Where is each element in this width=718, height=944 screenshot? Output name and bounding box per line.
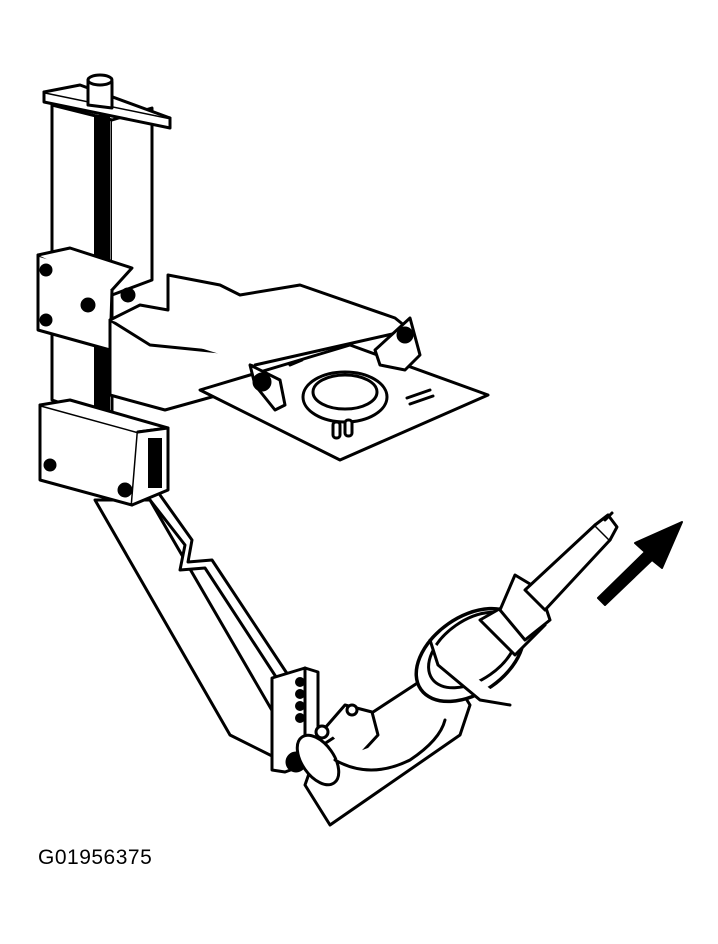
figure-id-label: G01956375 xyxy=(38,846,153,869)
spring-compressor-column xyxy=(36,73,172,507)
strut-assembly xyxy=(295,511,619,827)
lower-arm-bracket xyxy=(93,493,320,774)
compressor-upper-plate xyxy=(108,273,490,462)
removal-direction-arrow-icon xyxy=(597,521,683,606)
